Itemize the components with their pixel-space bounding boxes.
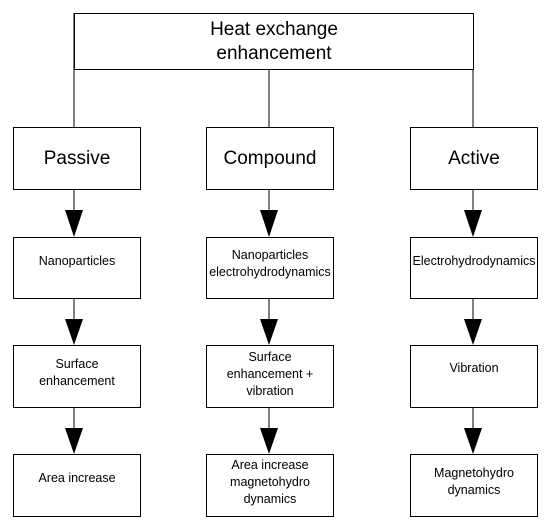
arrow-head (464, 428, 482, 454)
arrow-head (65, 319, 83, 345)
category-node-active: Active (410, 127, 538, 190)
arrow-head (260, 210, 278, 237)
item-label: Surface enhancement + vibration (226, 350, 314, 398)
category-label: Passive (43, 147, 111, 169)
item-label: Area increase (38, 471, 116, 485)
arrow-head (260, 319, 278, 345)
category-label: Compound (223, 147, 317, 169)
arrow-head (464, 210, 482, 237)
item-label: Surface enhancement (39, 356, 115, 388)
item-label: Electrohydrodynamics (412, 253, 536, 268)
root-node-label: Heat exchange enhancement (210, 18, 338, 64)
passive-item-1: Nanoparticles (13, 237, 141, 299)
category-node-compound: Compound (206, 127, 334, 190)
compound-item-3: Area increase magnetohydro dynamics (206, 454, 334, 517)
compound-item-1: Nanoparticles electrohydrodynamics (206, 237, 334, 299)
item-label: Nanoparticles electrohydrodynamics (209, 248, 331, 279)
arrow-head (260, 428, 278, 454)
arrow-head (65, 210, 83, 237)
item-label: Nanoparticles (38, 253, 116, 268)
compound-item-2: Surface enhancement + vibration (206, 345, 334, 408)
arrow-head (464, 319, 482, 345)
category-label: Active (448, 147, 500, 169)
item-label: Vibration (449, 361, 499, 375)
active-item-3: Magnetohydro dynamics (410, 454, 538, 517)
active-item-2: Vibration (410, 345, 538, 408)
arrow-head (65, 428, 83, 454)
passive-item-2: Surface enhancement (13, 345, 141, 408)
category-node-passive: Passive (13, 127, 141, 190)
passive-item-3: Area increase (13, 454, 141, 517)
root-node: Heat exchange enhancement (74, 13, 474, 70)
item-label: Magnetohydro dynamics (434, 465, 514, 497)
item-label: Area increase magnetohydro dynamics (230, 458, 310, 506)
active-item-1: Electrohydrodynamics (410, 237, 538, 299)
